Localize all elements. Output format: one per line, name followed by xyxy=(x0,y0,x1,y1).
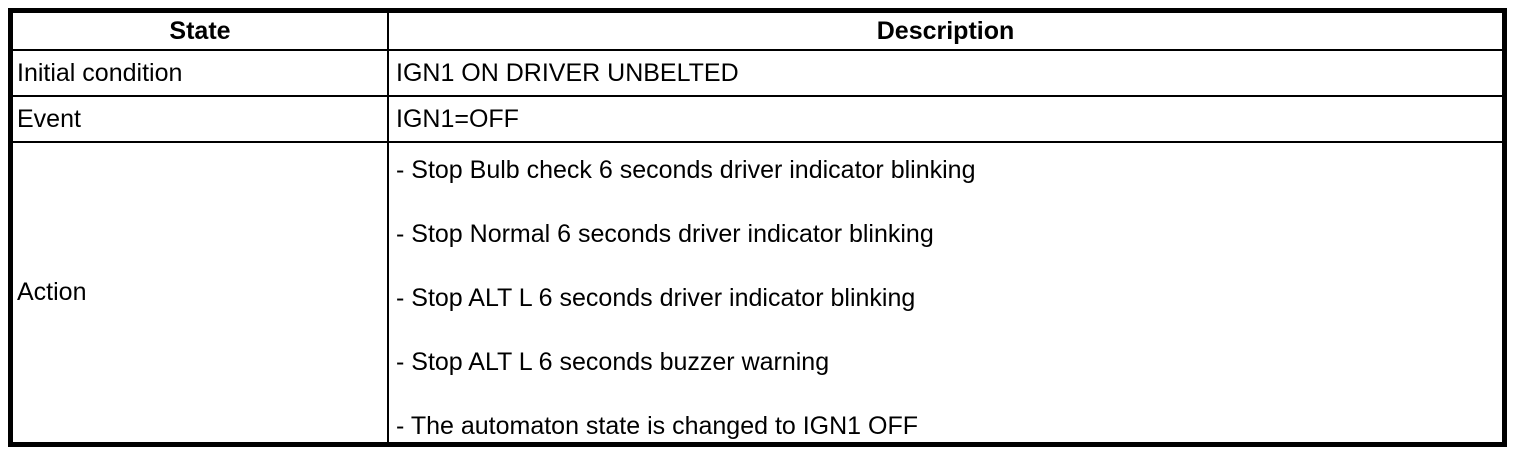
action-item: - Stop Bulb check 6 seconds driver indic… xyxy=(396,156,976,184)
state-description-table: State Description Initial condition IGN1… xyxy=(8,8,1507,447)
initial-condition-value: IGN1 ON DRIVER UNBELTED xyxy=(387,49,1506,97)
action-item: - Stop ALT L 6 seconds buzzer warning xyxy=(396,348,830,376)
table-row-initial-condition: Initial condition IGN1 ON DRIVER UNBELTE… xyxy=(9,49,1506,97)
action-item: - The automaton state is changed to IGN1… xyxy=(396,412,919,440)
header-state: State xyxy=(9,9,389,51)
table-row-action: Action - Stop Bulb check 6 seconds drive… xyxy=(9,141,1506,446)
event-label: Event xyxy=(9,95,389,143)
initial-condition-label: Initial condition xyxy=(9,49,389,97)
table-row-event: Event IGN1=OFF xyxy=(9,95,1506,143)
event-value: IGN1=OFF xyxy=(387,95,1506,143)
action-items-cell: - Stop Bulb check 6 seconds driver indic… xyxy=(387,141,1506,446)
header-description: Description xyxy=(387,9,1506,51)
action-label: Action xyxy=(9,141,389,446)
action-item: - Stop ALT L 6 seconds driver indicator … xyxy=(396,284,916,312)
action-item: - Stop Normal 6 seconds driver indicator… xyxy=(396,220,934,248)
table-header-row: State Description xyxy=(9,9,1506,51)
